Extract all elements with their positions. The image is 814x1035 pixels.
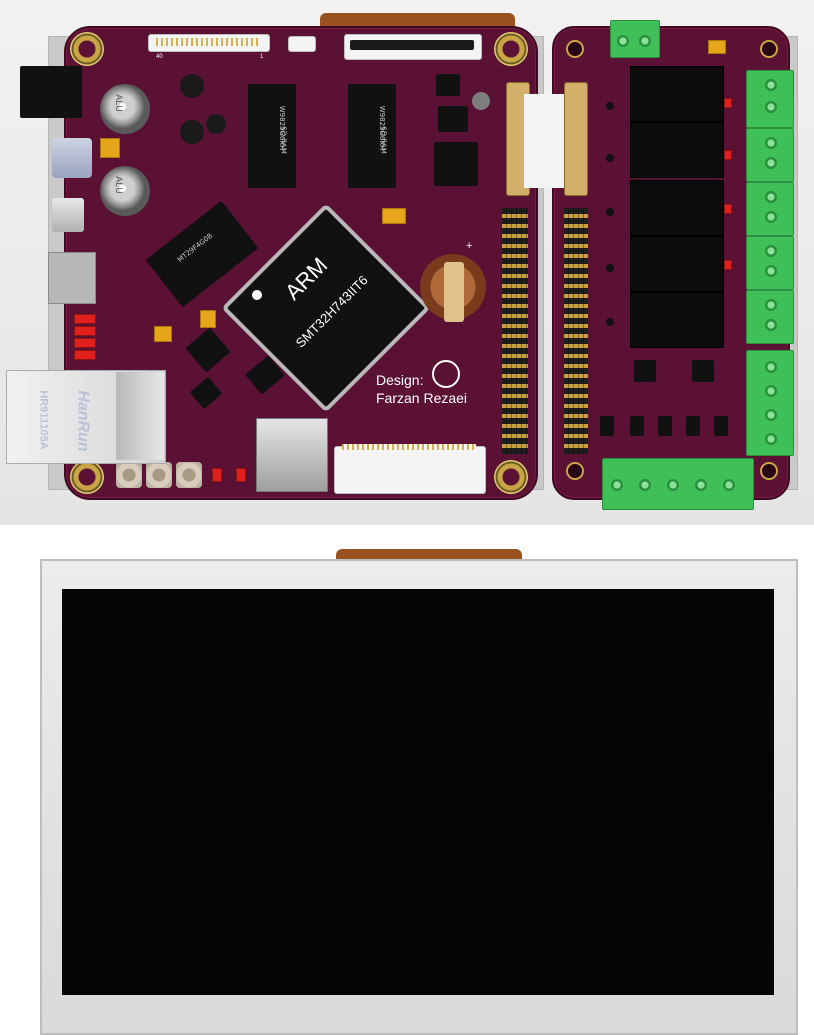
battery-plus-sign: + <box>466 240 473 252</box>
relay-2 <box>630 122 724 178</box>
opto-3 <box>658 416 672 436</box>
led-bottom-2 <box>236 468 246 482</box>
terminal-top <box>610 20 660 58</box>
led-left-2 <box>74 326 96 336</box>
terminal-right-6 <box>746 350 794 456</box>
relay-diode-4 <box>606 264 614 272</box>
fpc-connector-lcd-latch <box>350 40 474 50</box>
pcb-render-panel: 40 1 ALU ALU W9825G6KH SD RAM W9825G6KH … <box>0 0 814 525</box>
cpu-pin1-dot <box>252 290 262 300</box>
side-header <box>48 252 96 304</box>
crystal-round <box>472 92 490 110</box>
tantalum-cap-4 <box>100 138 120 158</box>
ethernet-jack-face <box>116 372 164 460</box>
relay-led-2 <box>724 150 732 160</box>
relay-tantalum <box>708 40 726 54</box>
lcd-render-panel <box>0 527 814 1035</box>
fpc-bridge-cable <box>524 94 564 188</box>
cap1-label: ALU <box>113 94 124 112</box>
relay-mount-hole-tr <box>760 40 778 58</box>
tact-button-3[interactable] <box>176 462 202 488</box>
relay-driver-2 <box>692 360 714 382</box>
fpc-connector-bottom <box>334 446 486 494</box>
relay-5 <box>630 292 724 348</box>
relay-mount-hole-br <box>760 462 778 480</box>
relay-diode-2 <box>606 154 614 162</box>
sdram-chip-left <box>248 84 296 188</box>
led-left-3 <box>74 338 96 348</box>
pin-label-40: 40 <box>156 54 163 60</box>
relay-led-1 <box>724 98 732 108</box>
sdram-right-sub: SD RAM <box>379 126 388 154</box>
pin-header-main <box>502 208 528 454</box>
microsd-slot <box>256 418 328 492</box>
lcd-screen <box>62 589 774 995</box>
sdram-chip-right <box>348 84 396 188</box>
relay-mount-hole-bl <box>566 462 584 480</box>
inductor-3 <box>206 114 226 134</box>
relay-board <box>524 20 794 510</box>
tantalum-cap-1 <box>382 208 406 224</box>
relay-3 <box>630 180 724 236</box>
tact-button-2[interactable] <box>146 462 172 488</box>
opto-1 <box>600 416 614 436</box>
relay-diode-5 <box>606 318 614 326</box>
opto-5 <box>714 416 728 436</box>
relay-led-4 <box>724 260 732 270</box>
led-left-4 <box>74 350 96 360</box>
micro-usb-connector <box>52 198 84 232</box>
electrolytic-cap-2 <box>100 166 150 216</box>
fpc-connector-bottom-contacts <box>342 444 476 450</box>
ic-lower-left-2 <box>245 355 285 395</box>
tantalum-cap-3 <box>154 326 172 342</box>
flash-chip <box>145 200 259 308</box>
design-credit-line2: Farzan Rezaei <box>376 390 468 406</box>
ethernet-part: HR911105A <box>37 390 50 450</box>
led-left-1 <box>74 314 96 324</box>
design-credit-line1: Design: <box>376 372 424 388</box>
terminal-right-5 <box>746 290 794 344</box>
relay-4 <box>630 236 724 292</box>
terminal-right-3 <box>746 182 794 236</box>
terminal-bottom <box>602 458 754 510</box>
mount-hole-tr <box>494 32 528 66</box>
sdram-left-sub: SD RAM <box>279 126 288 154</box>
cap2-label: ALU <box>113 176 124 194</box>
terminal-right-1 <box>746 70 794 128</box>
mount-hole-bl <box>70 460 104 494</box>
opto-2 <box>630 416 644 436</box>
barrel-connector <box>20 66 82 118</box>
ic-lower-left-1 <box>185 327 231 373</box>
ic-upper-right-1 <box>436 74 460 96</box>
relay-driver-1 <box>634 360 656 382</box>
tantalum-cap-2 <box>200 310 216 328</box>
design-logo-icon <box>432 360 460 388</box>
fpc-connector-40pin-contacts <box>156 38 260 46</box>
relay-pin-header <box>564 208 588 454</box>
ethernet-brand: HanRun <box>74 390 92 452</box>
relay-diode-1 <box>606 102 614 110</box>
usb-c-connector <box>52 138 92 178</box>
relay-diode-3 <box>606 208 614 216</box>
inductor-1 <box>180 74 204 98</box>
mount-hole-br <box>494 460 528 494</box>
relay-fpc-connector <box>564 82 588 196</box>
usb-small-connector <box>288 36 316 52</box>
tact-button-1[interactable] <box>116 462 142 488</box>
ic-upper-right-3 <box>434 142 478 186</box>
relay-1 <box>630 66 724 122</box>
ic-lower-left-3 <box>189 376 223 410</box>
terminal-right-2 <box>746 128 794 182</box>
inductor-2 <box>180 120 204 144</box>
terminal-right-4 <box>746 236 794 290</box>
led-bottom-1 <box>212 468 222 482</box>
coin-battery-clip <box>444 262 464 322</box>
ic-upper-right-2 <box>438 106 468 132</box>
pin-label-1: 1 <box>260 54 264 60</box>
electrolytic-cap-1 <box>100 84 150 134</box>
opto-4 <box>686 416 700 436</box>
relay-mount-hole-tl <box>566 40 584 58</box>
relay-led-3 <box>724 204 732 214</box>
mount-hole-tl <box>70 32 104 66</box>
